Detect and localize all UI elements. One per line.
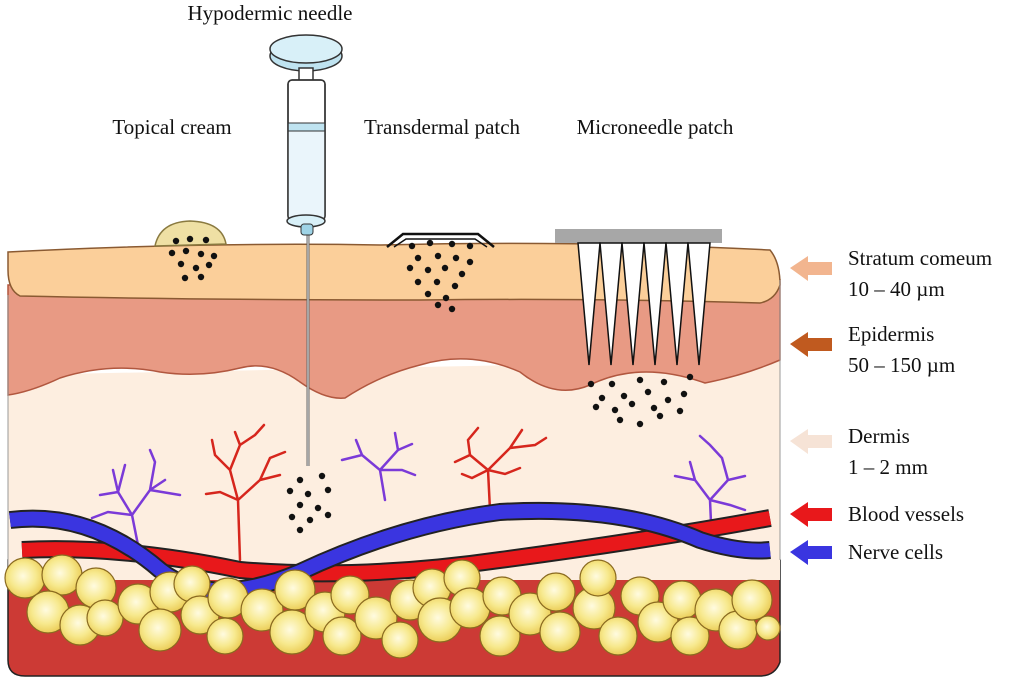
- capillaries: [90, 423, 747, 562]
- legend-arrow-blood: [790, 502, 832, 527]
- legend-blood-name: Blood vessels: [848, 502, 964, 526]
- label-transdermal-patch: Transdermal patch: [364, 115, 521, 139]
- syringe: [269, 34, 343, 466]
- legend: Stratum comeum 10 – 40 µm Epidermis 50 –…: [790, 246, 992, 565]
- legend-stratum-name: Stratum comeum: [848, 246, 992, 270]
- transdermal-patch: [386, 232, 495, 248]
- topical-cream-drug-dots: [168, 235, 218, 282]
- legend-epidermis-name: Epidermis: [848, 322, 934, 346]
- legend-dermis-detail: 1 – 2 mm: [848, 455, 928, 479]
- fat-cells: [4, 554, 781, 659]
- legend-arrow-stratum: [790, 256, 832, 281]
- microneedle-drug-dots: [587, 373, 694, 428]
- label-microneedle-patch: Microneedle patch: [577, 115, 734, 139]
- legend-epidermis-detail: 50 – 150 µm: [848, 353, 955, 377]
- microneedle-base: [555, 229, 722, 243]
- transdermal-drug-dots: [406, 239, 474, 313]
- topical-cream-blob: [154, 220, 227, 247]
- legend-nerve-name: Nerve cells: [848, 540, 943, 564]
- legend-stratum-detail: 10 – 40 µm: [848, 277, 945, 301]
- injection-drug-dots: [286, 472, 332, 534]
- legend-arrow-nerve: [790, 540, 832, 565]
- legend-arrow-epidermis: [790, 332, 832, 357]
- microneedle-array: [577, 242, 711, 366]
- label-topical-cream: Topical cream: [112, 115, 231, 139]
- legend-dermis-name: Dermis: [848, 424, 910, 448]
- legend-arrow-dermis: [790, 429, 832, 454]
- label-hypodermic-needle: Hypodermic needle: [187, 1, 352, 25]
